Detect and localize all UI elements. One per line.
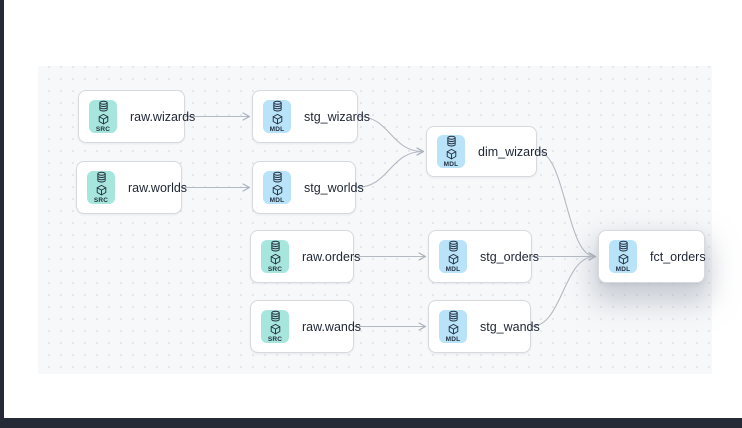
- cube-icon: [446, 149, 456, 160]
- node-badge-label: SRC: [93, 196, 109, 204]
- database-icon: [270, 240, 280, 252]
- node-label: dim_wizards: [478, 144, 548, 159]
- node-label: raw.worlds: [128, 180, 188, 195]
- database-icon: [448, 310, 458, 322]
- node-type-badge: MDL: [263, 100, 291, 133]
- node-label: stg_worlds: [304, 180, 364, 195]
- database-icon: [96, 171, 106, 183]
- dag-node-raw-wands[interactable]: SRC raw.wands: [250, 300, 361, 353]
- node-badge-label: SRC: [95, 125, 111, 133]
- database-icon: [270, 310, 280, 322]
- node-label: raw.wizards: [130, 109, 196, 124]
- node-type-badge: SRC: [261, 240, 289, 273]
- node-label: fct_orders: [650, 249, 706, 264]
- cube-icon: [272, 185, 282, 196]
- window-bar-bottom: [0, 418, 742, 428]
- node-type-badge: MDL: [439, 240, 467, 273]
- node-badge-label: MDL: [269, 196, 285, 204]
- node-type-badge: MDL: [263, 171, 291, 204]
- database-icon: [618, 240, 628, 252]
- dag-node-raw-wizards[interactable]: SRC raw.wizards: [78, 90, 195, 143]
- dag-node-stg-orders[interactable]: MDL stg_orders: [428, 230, 539, 283]
- node-badge-label: MDL: [615, 265, 631, 273]
- node-label: stg_wizards: [304, 109, 370, 124]
- node-badge-label: SRC: [267, 335, 283, 343]
- cube-icon: [448, 254, 458, 265]
- node-label: stg_wands: [480, 319, 540, 334]
- database-icon: [98, 100, 108, 112]
- dag-node-stg-wizards[interactable]: MDL stg_wizards: [252, 90, 370, 143]
- node-type-badge: SRC: [87, 171, 115, 204]
- node-label: raw.orders: [302, 249, 361, 264]
- node-label: raw.wands: [302, 319, 362, 334]
- cube-icon: [98, 114, 108, 125]
- cube-icon: [272, 114, 282, 125]
- node-badge-label: MDL: [269, 125, 285, 133]
- database-icon: [446, 135, 456, 147]
- cube-icon: [618, 254, 628, 265]
- cube-icon: [270, 254, 280, 265]
- node-label: stg_orders: [480, 249, 540, 264]
- node-badge-label: MDL: [445, 265, 461, 273]
- node-badge-label: MDL: [443, 160, 459, 168]
- node-badge-label: MDL: [445, 335, 461, 343]
- dag-node-fct-orders[interactable]: MDL fct_orders: [598, 230, 706, 283]
- cube-icon: [270, 324, 280, 335]
- dag-node-stg-wands[interactable]: MDL stg_wands: [428, 300, 540, 353]
- dag-node-raw-worlds[interactable]: SRC raw.worlds: [76, 161, 187, 214]
- database-icon: [448, 240, 458, 252]
- node-type-badge: SRC: [261, 310, 289, 343]
- dag-node-stg-worlds[interactable]: MDL stg_worlds: [252, 161, 364, 214]
- window-edge-left: [0, 0, 4, 428]
- dag-node-dim-wizards[interactable]: MDL dim_wizards: [426, 126, 547, 177]
- node-type-badge: SRC: [89, 100, 117, 133]
- node-type-badge: MDL: [609, 240, 637, 273]
- node-type-badge: MDL: [437, 135, 465, 168]
- node-type-badge: MDL: [439, 310, 467, 343]
- database-icon: [272, 100, 282, 112]
- cube-icon: [448, 324, 458, 335]
- cube-icon: [96, 185, 106, 196]
- node-badge-label: SRC: [267, 265, 283, 273]
- dag-node-raw-orders[interactable]: SRC raw.orders: [250, 230, 360, 283]
- database-icon: [272, 171, 282, 183]
